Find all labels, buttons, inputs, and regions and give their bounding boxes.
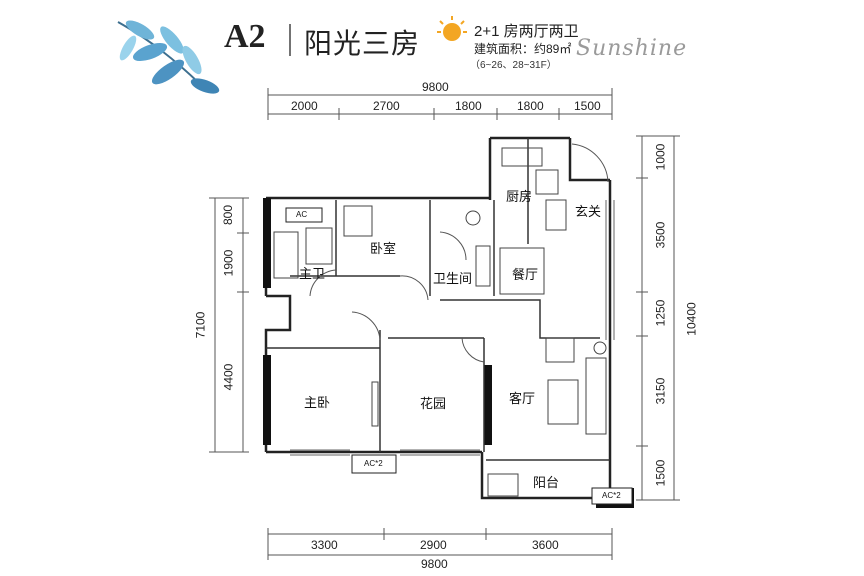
dim-top-seg-3: 1800 [455,99,482,113]
script-word: Sunshine [576,36,688,61]
room-master-bath: 主卫 [299,266,326,281]
ac-label-bottom-right: AC*2 [602,491,621,500]
room-entrance: 玄关 [575,204,602,219]
room-master-bedroom: 主卧 [304,395,331,410]
dim-left-total: 7100 [193,311,208,339]
windows [290,200,615,456]
ac-label-top: AC [296,210,308,219]
room-living: 客厅 [509,391,536,406]
floor-area: 建筑面积：约89㎡ [474,42,572,56]
room-bathroom: 卫生间 [433,271,473,286]
plan-code: A2 [224,18,266,55]
dim-left-seg-3: 4400 [221,363,236,391]
dim-bottom-seg-1: 3300 [311,538,338,552]
leaf-decoration-icon [117,20,220,94]
sun-icon [437,16,467,41]
dimension-lines [209,88,680,560]
floor-range: （6~26、28~31F） [470,60,557,71]
dim-right-seg-3: 1250 [653,299,668,327]
dim-right-total: 10400 [684,302,699,336]
room-dining: 餐厅 [512,267,539,282]
wall-accents [263,198,634,508]
dim-bottom-seg-3: 3600 [532,538,559,552]
layout-type: 2+1 房两厅两卫 [474,23,579,40]
dim-right-seg-4: 3150 [653,377,668,405]
door-swings [309,143,609,363]
ac-label-bottom-left: AC*2 [364,459,383,468]
dim-bottom-total: 9800 [421,557,448,571]
room-garden: 花园 [420,396,447,411]
dim-right-seg-5: 1500 [653,459,668,487]
dim-top-seg-4: 1800 [517,99,544,113]
dim-top-seg-2: 2700 [373,99,400,113]
room-kitchen: 厨房 [506,189,533,204]
room-bedroom: 卧室 [370,241,397,256]
dim-top-total: 9800 [422,80,449,94]
fixtures [273,147,607,497]
dim-top-seg-1: 2000 [291,99,318,113]
dim-top-seg-5: 1500 [574,99,601,113]
dim-right-seg-1: 1000 [653,143,668,171]
room-balcony: 阳台 [533,475,560,490]
interior-walls [266,138,610,461]
dim-left-seg-1: 800 [221,204,236,226]
ac-units [285,207,633,505]
plan-name: 阳光三房 [304,27,421,60]
dim-right-seg-2: 3500 [653,221,668,249]
dim-bottom-seg-2: 2900 [420,538,447,552]
dim-left-seg-2: 1900 [221,249,236,277]
